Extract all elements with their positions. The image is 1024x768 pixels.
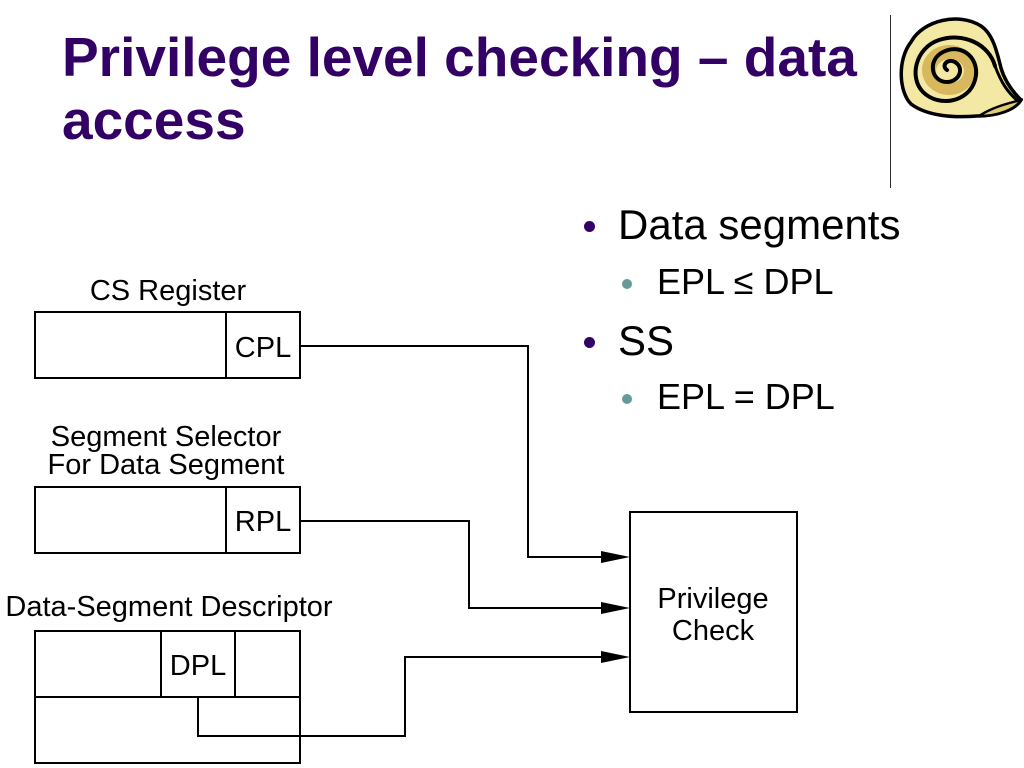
slide-title: Privilege level checking – data access bbox=[62, 26, 857, 151]
bullet-dot-icon bbox=[584, 221, 595, 232]
title-divider-line bbox=[890, 15, 891, 188]
cpl-field-label: CPL bbox=[235, 332, 291, 364]
segment-selector-label-line-1: Segment Selector bbox=[51, 421, 282, 453]
cs-register-label: CS Register bbox=[90, 275, 247, 307]
sub-bullet-dot-icon bbox=[622, 279, 632, 289]
scroll-icon-fold bbox=[974, 98, 1023, 118]
bullet-text: SS bbox=[618, 317, 675, 364]
privilege-check-label-line-1: Privilege bbox=[657, 583, 768, 615]
sub-bullet-dot-icon bbox=[622, 394, 632, 404]
sub-bullet-text: EPL ≤ DPL bbox=[657, 261, 834, 302]
scroll-icon bbox=[897, 12, 1023, 120]
bullet-item: Data segments bbox=[584, 201, 901, 248]
scroll-icon-edge bbox=[993, 65, 1020, 104]
bullet-item: SS bbox=[584, 317, 675, 364]
bullet-text: Data segments bbox=[618, 201, 901, 248]
segment-selector-label-line-2: For Data Segment bbox=[48, 449, 285, 481]
privilege-check-label-line-2: Check bbox=[672, 615, 755, 647]
rpl-connector bbox=[300, 520, 604, 609]
privilege-check-box bbox=[629, 511, 798, 713]
sub-bullet-text: EPL = DPL bbox=[657, 376, 835, 417]
sub-bullet-item: EPL = DPL bbox=[622, 376, 835, 417]
descriptor-label: Data-Segment Descriptor bbox=[5, 591, 333, 623]
sub-bullet-item: EPL ≤ DPL bbox=[622, 261, 834, 302]
dpl-arrowhead bbox=[601, 651, 630, 663]
bullet-dot-icon bbox=[584, 337, 595, 348]
rpl-arrowhead bbox=[601, 602, 630, 614]
rpl-field-label: RPL bbox=[235, 506, 291, 538]
scroll-icon-spiral bbox=[913, 35, 997, 103]
cpl-arrowhead bbox=[601, 551, 630, 563]
dpl-field-label: DPL bbox=[170, 650, 226, 682]
cpl-connector bbox=[300, 345, 604, 558]
dpl-connector bbox=[197, 656, 604, 737]
